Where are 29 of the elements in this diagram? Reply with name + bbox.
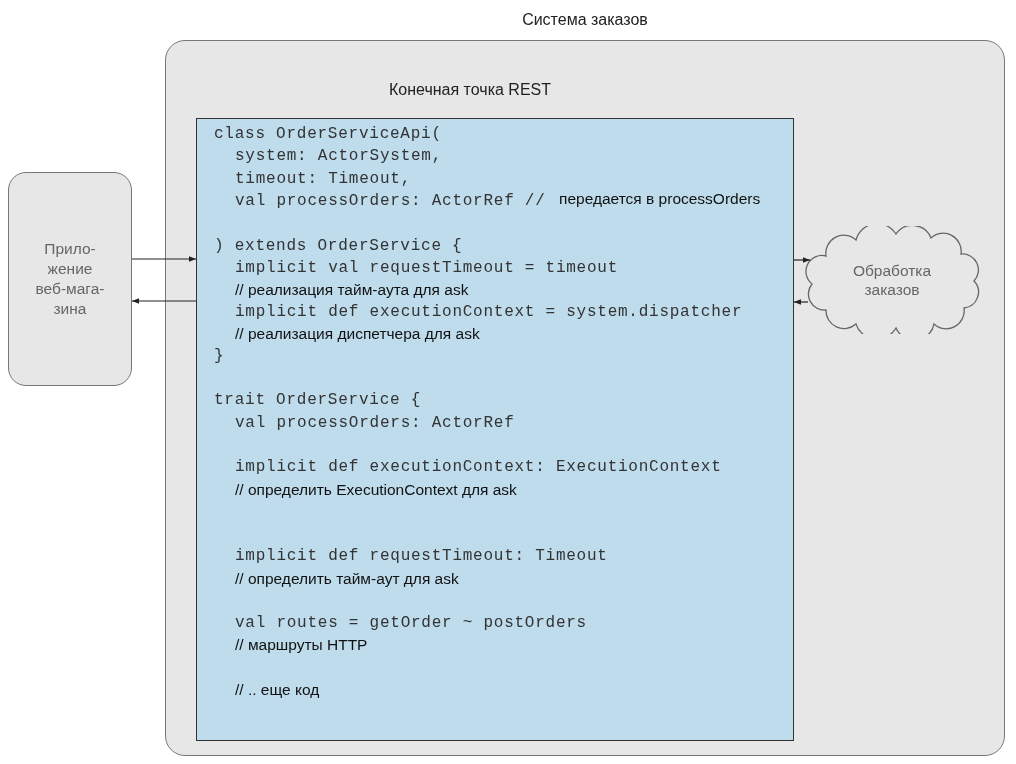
- code-line: implicit val requestTimeout = timeout: [235, 259, 618, 277]
- code-line: val processOrders: ActorRef: [235, 414, 515, 432]
- code-comment: // реализация диспетчера для ask: [235, 325, 480, 343]
- code-comment: // .. еще код: [235, 681, 320, 699]
- code-line: val processOrders: ActorRef //: [235, 192, 546, 210]
- code-comment: // определить тайм-аут для ask: [235, 570, 459, 588]
- code-comment: // определить ExecutionContext для ask: [235, 481, 517, 499]
- code-comment: // реализация тайм-аута для ask: [235, 281, 469, 299]
- code-line: timeout: Timeout,: [235, 170, 411, 188]
- code-line: implicit def executionContext: ExecutionContext: [235, 458, 722, 476]
- arrow: [793, 257, 811, 263]
- code-line: val routes = getOrder ~ postOrders: [235, 614, 587, 632]
- code-line: trait OrderService {: [214, 391, 422, 409]
- node-label: Обработка заказов: [851, 261, 933, 299]
- code-line: system: ActorSystem,: [235, 147, 443, 165]
- code-line: implicit def executionContext = system.dispatcher: [235, 303, 743, 321]
- application-box: [8, 172, 132, 386]
- arrow: [131, 256, 197, 262]
- panel-title: Конечная точка REST: [389, 81, 551, 99]
- code-comment: // маршруты HTTP: [235, 636, 368, 654]
- code-comment: передается в processOrders: [559, 190, 761, 208]
- container-title: Система заказов: [521, 11, 649, 29]
- code-line: implicit def requestTimeout: Timeout: [235, 547, 608, 565]
- arrow: [793, 299, 809, 305]
- code-line: class OrderServiceApi(: [214, 125, 442, 143]
- arrow: [131, 298, 197, 304]
- node-label: Прило- жение веб-мага- зина: [34, 239, 106, 319]
- code-line: ) extends OrderService {: [214, 237, 463, 255]
- code-line: }: [214, 347, 225, 365]
